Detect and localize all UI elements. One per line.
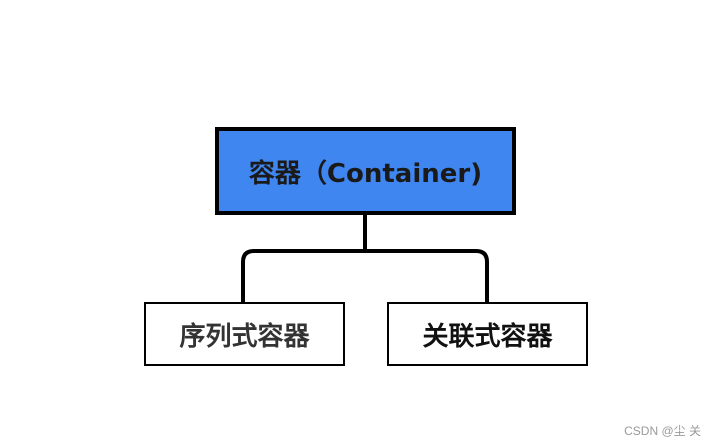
connector-branch xyxy=(241,249,489,302)
watermark: CSDN @尘 关 xyxy=(624,424,701,438)
child-node-label: 关联式容器 xyxy=(422,321,553,352)
child-node-label: 序列式容器 xyxy=(179,321,310,352)
root-node: 容器（Container) xyxy=(215,127,516,215)
child-node-associative-container: 关联式容器 xyxy=(387,302,588,366)
root-node-label: 容器（Container) xyxy=(248,158,483,189)
child-node-sequence-container: 序列式容器 xyxy=(144,302,345,366)
